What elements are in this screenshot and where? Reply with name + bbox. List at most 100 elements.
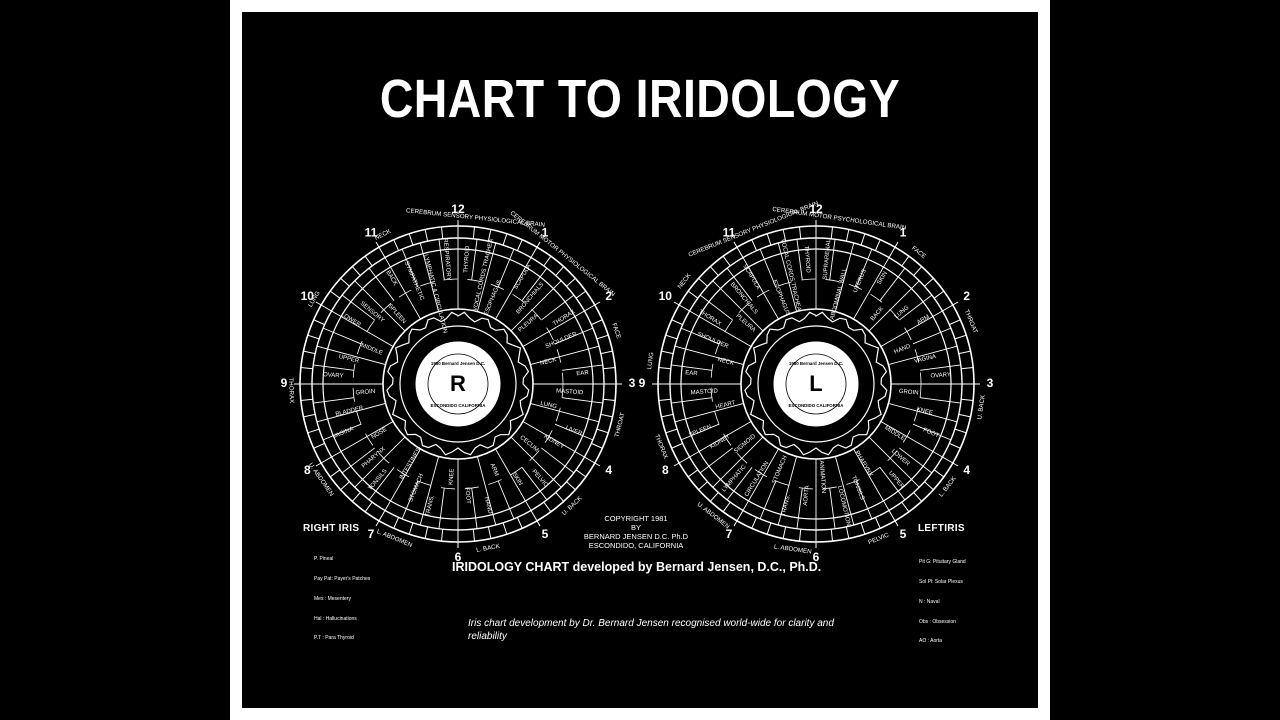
zone-divider bbox=[869, 281, 919, 331]
clock-tick bbox=[688, 291, 698, 298]
copyright-line: BY bbox=[572, 523, 700, 532]
iris-center-letter: L bbox=[809, 371, 822, 396]
iris-zone-label: ANIMATION bbox=[818, 460, 826, 493]
clock-tick bbox=[659, 367, 671, 368]
clock-tick bbox=[961, 367, 973, 368]
clock-tick bbox=[846, 229, 848, 241]
copyright-line: BERNARD JENSEN D.C. Ph.D bbox=[572, 532, 700, 541]
iris-zone-label: CIRCULATION bbox=[744, 461, 770, 498]
clock-tick bbox=[831, 529, 832, 541]
iris-zone-label: SIGMOID bbox=[733, 433, 757, 455]
iris-zone-label: STOMACH bbox=[772, 455, 789, 485]
outer-zone-label: U. BACK bbox=[976, 394, 986, 420]
hour-number: 8 bbox=[662, 463, 669, 477]
zone-divider bbox=[671, 365, 712, 370]
iris-zone-label: HEART bbox=[715, 400, 736, 410]
right-iris-legend: P. Pineal Pay Pat: Payer's Patches Mes :… bbox=[314, 543, 370, 655]
legend-item: Pit G: Pituitary Gland bbox=[919, 559, 966, 566]
clock-tick bbox=[924, 278, 933, 286]
clock-tick bbox=[688, 470, 698, 477]
iris-zone-label: OVARY bbox=[930, 372, 951, 379]
iris-zone-label: NECK bbox=[717, 357, 735, 367]
clock-tick bbox=[934, 291, 944, 298]
zone-divider bbox=[797, 488, 802, 529]
clock-tick bbox=[914, 492, 922, 501]
iris-zone-label: HAND bbox=[893, 343, 912, 355]
hour-number: 4 bbox=[963, 463, 970, 477]
outer-zone-label: PELVIC bbox=[867, 531, 890, 546]
clock-tick bbox=[861, 523, 865, 534]
legend-item: Pay Pat: Payer's Patches bbox=[314, 576, 370, 583]
iris-zone-label: SHOULDER bbox=[696, 331, 730, 350]
clock-tick bbox=[914, 267, 922, 276]
legend-item: P.T : Para Thyroid bbox=[314, 635, 370, 642]
clock-tick bbox=[902, 502, 909, 512]
clock-tick bbox=[959, 351, 971, 353]
clock-tick bbox=[723, 256, 730, 266]
clock-tick bbox=[902, 256, 909, 266]
iris-center-caption: 1980 Bernard Jensen D.C. bbox=[789, 361, 843, 366]
legend-item: Sol Pl: Solar Plexus bbox=[919, 579, 966, 586]
outer-zone-label: U. ABDOMEN bbox=[696, 501, 731, 530]
hour-number: 2 bbox=[963, 289, 970, 303]
clock-tick bbox=[955, 335, 966, 339]
zone-divider bbox=[920, 398, 961, 403]
clock-tick bbox=[723, 502, 730, 512]
clock-tick bbox=[831, 227, 832, 239]
iris-center-caption: ESCONDIDO CALIFORNIA bbox=[789, 403, 845, 408]
clock-tick bbox=[846, 527, 848, 539]
iris-zone-label: PHARYNX bbox=[853, 450, 873, 478]
iris-zone-label: THYROID bbox=[803, 246, 811, 274]
left-iris-legend: Pit G: Pituitary Gland Sol Pl: Solar Ple… bbox=[919, 546, 966, 658]
clock-tick bbox=[949, 443, 960, 448]
zone-divider bbox=[920, 365, 961, 370]
outer-zone-label: FACE bbox=[910, 245, 927, 260]
clock-tick bbox=[783, 527, 785, 539]
hour-number: 9 bbox=[639, 376, 646, 390]
left-iris-heading: LEFTIRIS bbox=[918, 523, 965, 534]
outer-zone-label: L. BACK bbox=[938, 475, 959, 499]
chart-note: Iris chart development by Dr. Bernard Je… bbox=[468, 617, 858, 643]
clock-tick bbox=[699, 278, 708, 286]
clock-tick bbox=[959, 414, 971, 416]
legend-item: P. Pineal bbox=[314, 556, 370, 563]
iris-zone-label: KIDNEY bbox=[709, 434, 731, 451]
copyright-line: ESCONDIDO, CALIFORNIA bbox=[572, 541, 700, 550]
legend-item: Mes : Mesentery bbox=[314, 596, 370, 603]
copyright-block: COPYRIGHT 1981 BY BERNARD JENSEN D.C. Ph… bbox=[572, 514, 700, 550]
clock-tick bbox=[955, 429, 966, 433]
zone-divider bbox=[830, 488, 835, 529]
iris-zone-label: FOOT bbox=[922, 427, 940, 439]
clock-tick bbox=[961, 399, 973, 400]
clock-tick bbox=[672, 320, 683, 325]
iris-zone-label: PLEURA bbox=[734, 313, 756, 333]
clock-tick bbox=[861, 234, 865, 245]
clock-tick bbox=[710, 267, 718, 276]
iris-zone-label: SKIN bbox=[876, 271, 889, 286]
hour-number: 5 bbox=[900, 527, 907, 541]
iris-zone-label: TONSILS bbox=[850, 475, 865, 501]
zone-divider bbox=[671, 398, 712, 403]
clock-tick bbox=[699, 482, 708, 490]
clock-tick bbox=[666, 335, 677, 339]
clock-tick bbox=[659, 399, 671, 400]
clock-tick bbox=[875, 517, 880, 528]
clock-tick bbox=[752, 240, 757, 251]
legend-item: Obs : Obsession bbox=[919, 619, 966, 626]
iris-zone-label: TRANS. bbox=[781, 494, 792, 517]
clock-tick bbox=[934, 470, 944, 477]
clock-tick bbox=[799, 529, 800, 541]
iris-zone-label: GROIN bbox=[899, 389, 919, 397]
hour-number: 3 bbox=[987, 376, 994, 390]
outer-zone-label: L. ABDOMEN bbox=[774, 543, 812, 555]
iris-zone-label: MASTOID bbox=[691, 388, 719, 396]
iris-zone-label: THORAX bbox=[697, 309, 721, 327]
hour-number: 10 bbox=[659, 289, 673, 303]
zone-divider bbox=[881, 311, 942, 347]
zone-divider bbox=[913, 328, 951, 344]
clock-tick bbox=[875, 240, 880, 251]
clock-tick bbox=[661, 414, 673, 416]
iris-zone-label: EAR bbox=[685, 370, 698, 377]
legend-item: Hal : Hallucinations bbox=[314, 616, 370, 623]
